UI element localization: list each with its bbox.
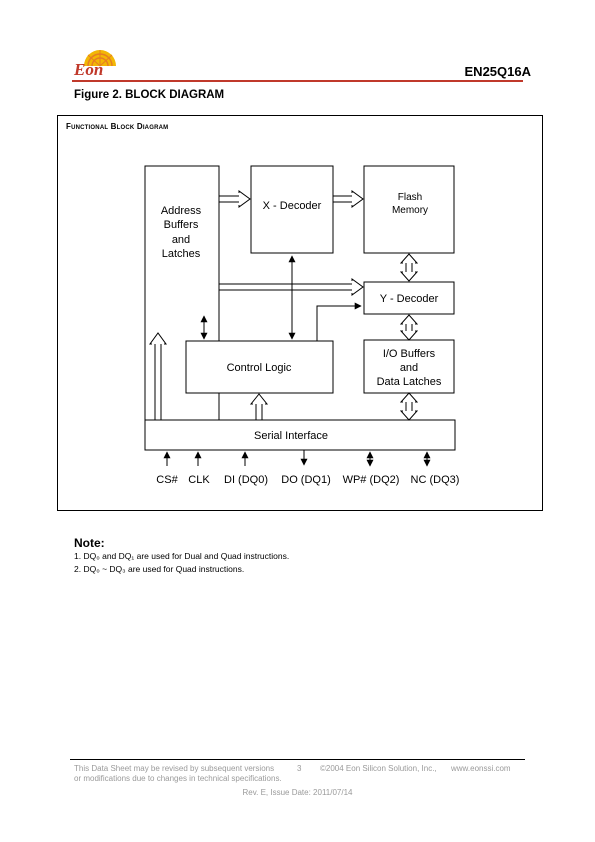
y-decoder-block [363,281,455,315]
pin-label-clk: CLK [188,474,210,486]
x-decoder-label: X - Decoder [263,200,322,212]
footer-page-number: 3 [297,764,302,773]
pin-label-cs: CS# [156,474,178,486]
io-label-1: I/O Buffers [383,348,436,360]
control-to-ydecoder-link [316,302,362,341]
footer-disclaimer-2: or modifications due to changes in techn… [74,774,282,783]
x-decoder-block [250,165,334,254]
io-label-2: and [400,362,418,374]
figure-frame [57,115,543,511]
pin-label-di: DI (DQ0) [224,474,268,486]
footer-disclaimer-1: This Data Sheet may be revised by subseq… [74,764,275,773]
address-label-3: and [172,234,190,246]
control-logic-label: Control Logic [227,362,292,374]
io-buffers-block [363,339,455,394]
flash-label-1: Flash [398,192,422,203]
note-title: Note: [74,536,105,550]
header-divider [72,80,523,82]
control-logic-block [185,340,334,394]
flash-label-2: Memory [392,205,428,216]
xdecoder-to-flash-arrow [333,190,364,208]
io-label-3: Data Latches [377,376,442,388]
io-serial-bus [399,392,419,421]
note-item-2: 2. DQ₀ ~ DQ₃ are used for Quad instructi… [74,564,245,574]
address-label-1: Address [161,205,202,217]
footer-website: www.eonssi.com [451,764,511,773]
ydecoder-io-bus [399,314,419,341]
eon-logo: Eon [73,50,116,79]
figure-title: Figure 2. BLOCK DIAGRAM [74,89,225,101]
address-to-ydecoder-arrow [219,278,364,296]
logo-wordmark: Eon [73,60,103,79]
serial-to-address-arrow [149,332,167,420]
note-item-1: 1. DQ₀ and DQ₁ are used for Dual and Qua… [74,551,290,561]
footer-copyright: ©2004 Eon Silicon Solution, Inc., [320,764,437,773]
serial-interface-block [144,419,456,451]
footer-divider [70,759,525,760]
figure-subtitle: Functional Block Diagram [66,122,168,131]
pin-label-do: DO (DQ1) [281,474,331,486]
document-title: EN25Q16A [464,64,531,79]
pin-label-nc: NC (DQ3) [411,474,460,486]
sun-icon [84,50,116,67]
address-label-4: Latches [162,248,201,260]
address-to-xdecoder-arrow [219,190,251,208]
serial-interface-label: Serial Interface [254,430,328,442]
serial-to-control-arrow [249,393,269,420]
flash-memory-block [363,165,455,254]
address-label-2: Buffers [164,219,199,231]
footer-revision: Rev. E, Issue Date: 2011/07/14 [242,788,353,797]
figure-subtitle-text: Functional Block Diagram [66,122,169,131]
y-decoder-label: Y - Decoder [380,293,439,305]
pin-label-wp: WP# (DQ2) [343,474,400,486]
flash-ydecoder-bus [399,253,419,282]
